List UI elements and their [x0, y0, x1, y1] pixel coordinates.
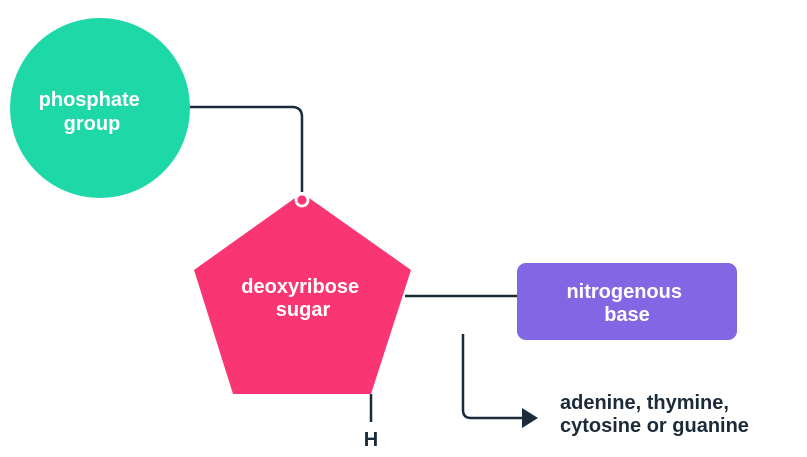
- base-label-line1: nitrogenous: [566, 281, 682, 303]
- sugar-label-line1: deoxyribose: [241, 276, 359, 298]
- phosphate-sugar-connector: [188, 105, 304, 192]
- sugar-label-line2: sugar: [276, 299, 331, 321]
- oxygen-ring-marker: [294, 192, 310, 208]
- base-types-label: adenine, thymine, cytosine or guanine: [560, 392, 749, 437]
- base-types-arrow-line: [461, 334, 524, 420]
- deoxyribose-sugar-pentagon: [194, 193, 411, 394]
- phosphate-label-line1: phosphate: [39, 89, 140, 111]
- phosphate-group-label: phosphate group: [39, 89, 146, 135]
- phosphate-group-circle: [10, 18, 190, 198]
- base-types-line2: cytosine or guanine: [560, 415, 749, 437]
- base-label-line2: base: [604, 304, 650, 326]
- deoxyribose-sugar-label: deoxyribose sugar: [241, 276, 364, 321]
- phosphate-label-line2: group: [64, 113, 121, 135]
- nitrogenous-base-label: nitrogenous base: [566, 281, 687, 326]
- base-types-line1: adenine, thymine,: [560, 392, 729, 414]
- arrow-head-icon: [522, 408, 538, 428]
- nitrogenous-base-box: [517, 263, 737, 340]
- hydrogen-label: H: [364, 429, 378, 451]
